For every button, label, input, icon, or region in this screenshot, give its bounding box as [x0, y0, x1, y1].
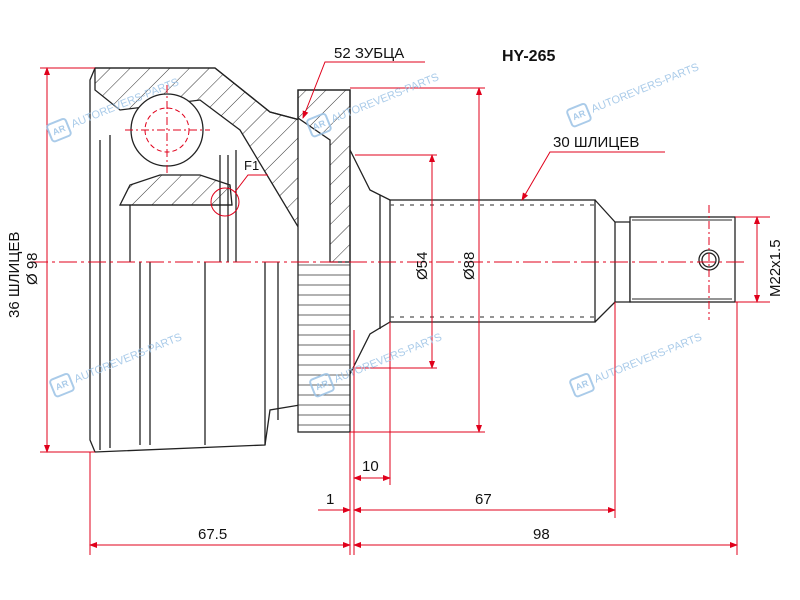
abs-ring-teeth — [298, 264, 350, 426]
dimension-1: 1 — [326, 491, 335, 508]
dimension-67: 67 — [475, 491, 492, 508]
diameter-54-label: Ø54 — [414, 251, 431, 280]
teeth-count-label: 52 ЗУБЦА — [334, 45, 405, 62]
f1-label: F1 — [244, 158, 260, 173]
dimension-10: 10 — [362, 458, 379, 475]
thread-label: M22x1.5 — [767, 239, 784, 297]
dimension-98: 98 — [533, 526, 550, 543]
diameter-88-label: Ø88 — [461, 251, 478, 280]
inner-splines-label: 36 ШЛИЦЕВ — [6, 231, 23, 318]
part-outline — [89, 67, 736, 453]
shaft-splines-label: 30 ШЛИЦЕВ — [553, 134, 640, 151]
dimension-lines — [30, 61, 770, 555]
part-number-title: HY-265 — [502, 48, 556, 65]
outer-diameter-label: Ø 98 — [24, 252, 41, 285]
dimension-67-5: 67.5 — [198, 526, 228, 543]
